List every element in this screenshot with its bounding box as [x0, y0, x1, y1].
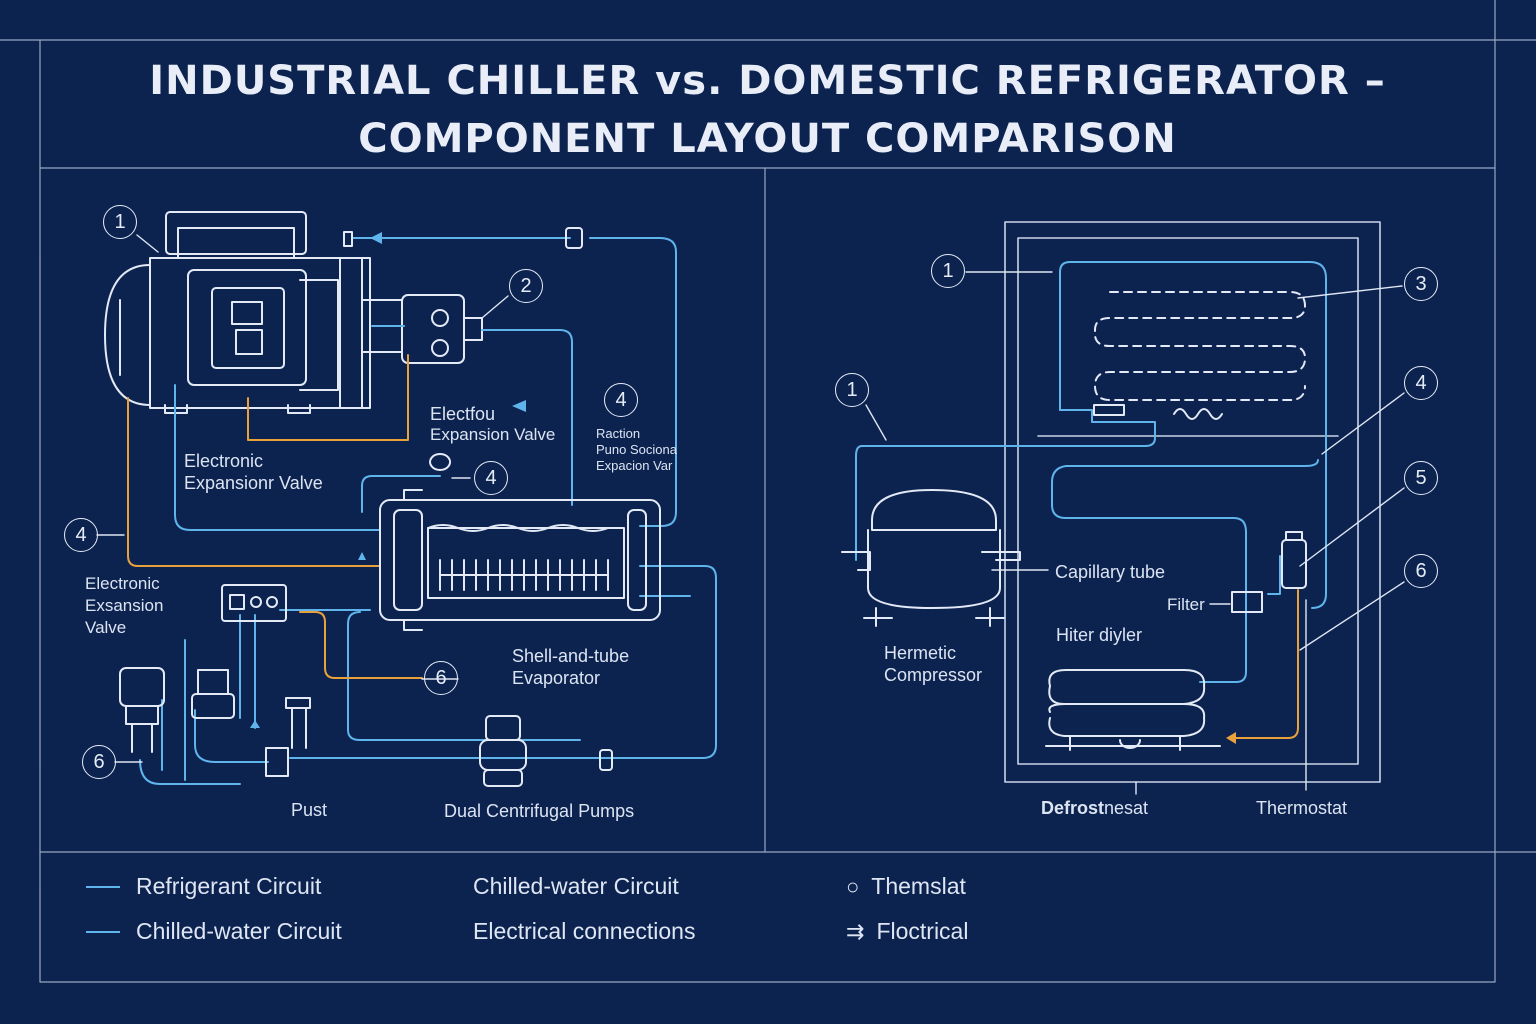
marker-chiller-4a: 4 [604, 383, 638, 417]
chiller-pump-components [119, 227, 613, 787]
fridge-electrical-arrow [1226, 732, 1236, 744]
label-capillary-tube: Capillary tube [1055, 562, 1166, 582]
label-dual-centrifugal-pumps: Dual Centrifugal Pumps [444, 801, 635, 821]
fridge-components [841, 404, 1307, 751]
marker-chiller-2: 2 [509, 269, 543, 303]
label-defrost: Defrostnesat [1041, 797, 1148, 819]
legend-label: Chilled-water Circuit [136, 918, 342, 944]
label-defrost-bold: Defrost [1041, 798, 1105, 818]
fridge-electrical-lines [1229, 589, 1299, 739]
frame [0, 0, 1536, 983]
fridge-evaporator-coil [1094, 291, 1306, 401]
label-hiter-diyler: Hiter diyler [1056, 625, 1143, 645]
chiller-compressor [104, 211, 483, 414]
legend-floctrical: ⇉ Floctrical [846, 918, 968, 945]
legend-themslat: ○ Themslat [846, 873, 966, 900]
legend-chilled-water-circuit-2: Chilled-water Circuit [473, 873, 679, 900]
legend-label: Electrical connections [473, 918, 696, 944]
label-defrost-rest: nesat [1104, 798, 1149, 818]
label-electronic-expansionr-valve: Electronic Expansionr Valve [184, 451, 323, 493]
legend-chilled-water-circuit: Chilled-water Circuit [86, 918, 342, 945]
legend-refrigerant-circuit: Refrigerant Circuit [86, 873, 321, 900]
marker-chiller-6a: 6 [424, 661, 458, 695]
chiller-flow-arrows [250, 232, 526, 728]
chiller-evaporator [379, 489, 661, 631]
marker-fridge-4: 4 [1404, 366, 1438, 400]
marker-fridge-1a: 1 [931, 254, 965, 288]
label-electronic-exsansion-valve: Electronic Exsansion Valve [85, 574, 164, 637]
label-reaction-valve: Raction Puno Sociona Expacion Var [596, 426, 677, 473]
marker-chiller-4b: 4 [474, 461, 508, 495]
circle-icon: ○ [846, 873, 860, 899]
legend-electrical-connections: Electrical connections [473, 918, 695, 945]
marker-chiller-4c: 4 [64, 518, 98, 552]
label-shell-and-tube-evaporator: Shell-and-tube Evaporator [512, 646, 630, 688]
label-pust: Pust [291, 800, 328, 820]
title-line-2: COMPONENT LAYOUT COMPARISON [358, 116, 1177, 162]
marker-fridge-1b: 1 [835, 373, 869, 407]
legend-line-icon [86, 885, 120, 888]
label-hermetic-compressor: Hermetic Compressor [884, 643, 983, 685]
fridge-refrigerant-lines [855, 261, 1327, 683]
chiller-refrigerant-lines [139, 237, 717, 785]
arrows-icon: ⇉ [846, 918, 865, 944]
fridge-leaders [865, 271, 1405, 795]
marker-fridge-6: 6 [1404, 554, 1438, 588]
label-thermostat: Thermostat [1256, 798, 1348, 818]
label-filter: Filter [1167, 595, 1205, 614]
legend-line-icon [86, 930, 120, 933]
marker-fridge-5: 5 [1404, 461, 1438, 495]
marker-chiller-6b: 6 [82, 745, 116, 779]
legend-label: Refrigerant Circuit [136, 873, 322, 899]
label-expansion-valve-upper: Expansion Valve [430, 425, 556, 444]
chiller-electrical-lines [127, 354, 423, 679]
legend-label: Themslat [871, 873, 966, 899]
label-electfou: Electfou [430, 404, 496, 424]
legend-label: Chilled-water Circuit [473, 873, 679, 899]
legend-label: Floctrical [876, 918, 969, 944]
marker-fridge-3: 3 [1404, 267, 1438, 301]
title-line-1: INDUSTRIAL CHILLER vs. DOMESTIC REFRIGER… [149, 58, 1386, 104]
fridge-cabinet [1004, 221, 1381, 783]
marker-chiller-1: 1 [103, 205, 137, 239]
